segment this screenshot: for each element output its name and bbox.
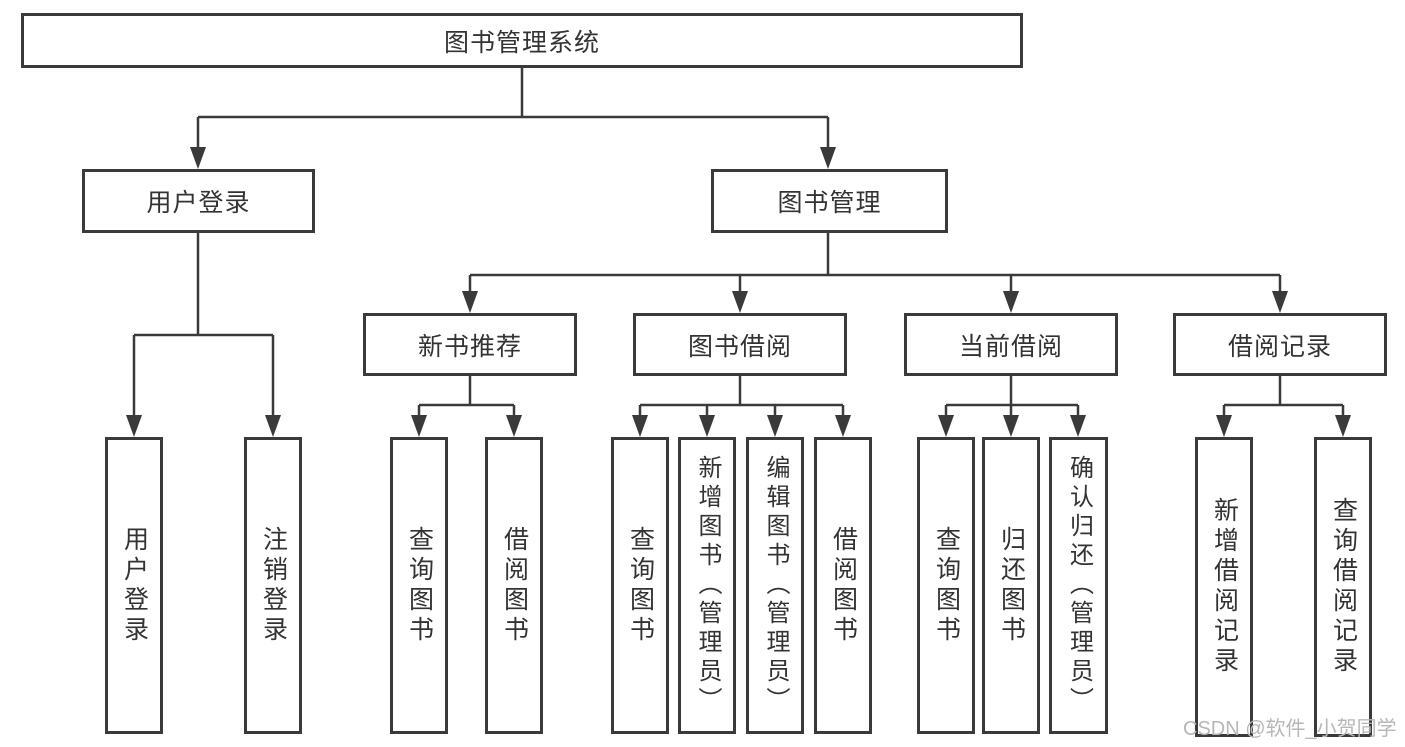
- node-label: 图书管理系统: [443, 28, 600, 57]
- leaf-user-login: 用户登录: [105, 437, 163, 734]
- arrowhead: [462, 291, 478, 313]
- node-label: 查询图书: [626, 525, 655, 646]
- csdn-watermark: CSDN @软件_小贺同学: [1183, 718, 1397, 740]
- node-label: 编辑图书（管理员）: [762, 455, 789, 716]
- node-new-book-recommend: 新书推荐: [363, 313, 577, 376]
- node-user-login: 用户登录: [82, 169, 315, 233]
- arrowhead: [820, 147, 836, 169]
- arrowhead: [835, 415, 851, 437]
- arrowhead: [126, 415, 142, 437]
- node-current-borrow: 当前借阅: [904, 313, 1118, 376]
- leaf-currentborrow-return: 归还图书: [982, 437, 1040, 734]
- node-label: 新增图书（管理员）: [694, 455, 721, 716]
- arrowhead: [699, 415, 715, 437]
- arrowheads: [126, 147, 1351, 437]
- node-label: 借阅记录: [1227, 332, 1332, 361]
- leaf-currentborrow-query: 查询图书: [917, 437, 975, 734]
- node-label: 注销登录: [259, 525, 288, 646]
- arrowhead: [632, 415, 648, 437]
- node-book-management: 图书管理: [711, 169, 948, 233]
- node-label: 用户登录: [146, 189, 251, 217]
- arrowhead: [1003, 415, 1019, 437]
- arrowhead: [938, 415, 954, 437]
- node-label: 图书借阅: [687, 332, 792, 361]
- node-label: 借阅图书: [500, 525, 529, 646]
- arrowhead: [411, 415, 427, 437]
- arrowhead: [732, 291, 748, 313]
- node-label: 图书管理: [777, 189, 882, 217]
- node-label: 查询图书: [932, 525, 961, 646]
- node-label: 查询借阅记录: [1329, 497, 1358, 677]
- node-label: 当前借阅: [958, 332, 1063, 361]
- node-label: 查询图书: [405, 525, 434, 646]
- node-book-borrow: 图书借阅: [633, 313, 847, 376]
- node-label: 归还图书: [997, 525, 1026, 646]
- arrowhead: [1335, 415, 1351, 437]
- leaf-record-add: 新增借阅记录: [1195, 437, 1253, 737]
- node-label: 新书推荐: [417, 332, 522, 361]
- arrowhead: [1003, 291, 1019, 313]
- node-label: 新增借阅记录: [1210, 497, 1239, 677]
- leaf-bookborrow-query: 查询图书: [611, 437, 669, 734]
- node-root-system: 图书管理系统: [21, 13, 1023, 68]
- leaf-bookborrow-add-admin: 新增图书（管理员）: [678, 437, 736, 734]
- arrowhead: [767, 415, 783, 437]
- arrowhead: [265, 415, 281, 437]
- leaf-currentborrow-confirm-admin: 确认归还（管理员）: [1049, 437, 1108, 734]
- arrowhead: [1272, 291, 1288, 313]
- node-label: 用户登录: [120, 525, 149, 646]
- node-label: 借阅图书: [829, 525, 858, 646]
- leaf-newbook-borrow: 借阅图书: [485, 437, 543, 734]
- arrowhead: [1216, 415, 1232, 437]
- arrowhead: [1070, 415, 1086, 437]
- arrowhead: [506, 415, 522, 437]
- node-borrow-record: 借阅记录: [1173, 313, 1387, 376]
- node-label: 确认归还（管理员）: [1065, 455, 1093, 716]
- leaf-bookborrow-borrow: 借阅图书: [814, 437, 872, 734]
- leaf-newbook-query: 查询图书: [390, 437, 448, 734]
- arrowhead: [190, 147, 206, 169]
- leaf-bookborrow-edit-admin: 编辑图书（管理员）: [746, 437, 804, 734]
- leaf-logout: 注销登录: [244, 437, 302, 734]
- leaf-record-query: 查询借阅记录: [1314, 437, 1372, 737]
